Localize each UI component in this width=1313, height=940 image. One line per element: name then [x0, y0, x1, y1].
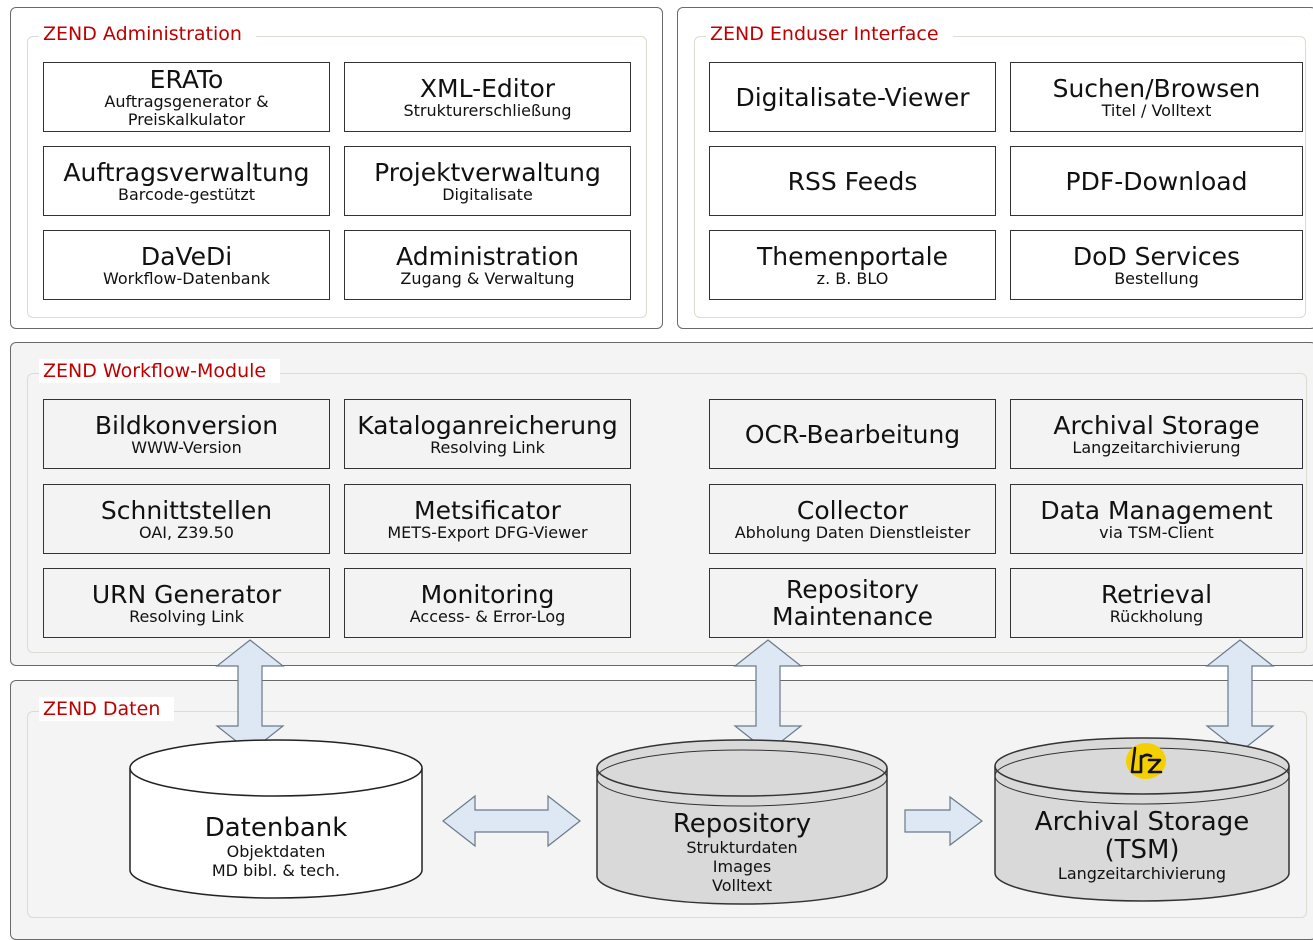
database-repository-cylinder	[596, 739, 888, 905]
db-title-2: (TSM)	[1104, 835, 1180, 865]
box-subtitle-2: Preiskalkulator	[127, 109, 246, 129]
box-title: Repository	[786, 575, 919, 604]
database-datenbank-label: Datenbank Objektdaten MD bibl. & tech.	[130, 814, 422, 880]
box-suchen-browsen: Suchen/Browsen Titel / Volltext	[1010, 62, 1303, 132]
box-title: URN Generator	[91, 579, 282, 609]
db-title: Archival Storage	[1034, 807, 1250, 837]
db-title: Datenbank	[204, 813, 348, 843]
box-title: Digitalisate-Viewer	[735, 82, 970, 112]
box-data-management: Data Management via TSM-Client	[1010, 484, 1303, 554]
box-subtitle: Barcode-gestützt	[117, 184, 256, 204]
box-title: Monitoring	[420, 579, 555, 609]
box-schnittstellen: Schnittstellen OAI, Z39.50	[43, 484, 330, 554]
box-xml-editor: XML-Editor Strukturerschließung	[344, 62, 631, 132]
box-subtitle: WWW-Version	[131, 437, 242, 457]
db-line: MD bibl. & tech.	[211, 861, 341, 880]
arrow-repository-archival	[904, 795, 983, 847]
box-metsificator: Metsificator METS-Export DFG-Viewer	[344, 484, 631, 554]
box-title: Data Management	[1040, 495, 1273, 525]
arrow-retrieval-to-archival	[1205, 639, 1275, 753]
database-repository-label: Repository Strukturdaten Images Volltext	[597, 810, 887, 895]
box-auftragsverwaltung: Auftragsverwaltung Barcode-gestützt	[43, 146, 330, 216]
arrow-maintenance-to-repository	[733, 639, 803, 753]
box-kataloganreicherung: Kataloganreicherung Resolving Link	[344, 399, 631, 469]
db-line: Objektdaten	[226, 842, 326, 861]
box-title: Schnittstellen	[100, 495, 273, 525]
db-title: Repository	[672, 809, 812, 839]
box-rss-feeds: RSS Feeds	[709, 146, 996, 216]
box-dod-services: DoD Services Bestellung	[1010, 230, 1303, 300]
box-subtitle: Resolving Link	[129, 606, 244, 626]
db-line: Strukturdaten	[686, 838, 798, 857]
box-subtitle: via TSM-Client	[1099, 522, 1214, 542]
box-title: Collector	[796, 495, 909, 525]
lrz-logo	[1126, 743, 1166, 779]
box-subtitle: Langzeitarchivierung	[1072, 437, 1241, 457]
box-archival-storage: Archival Storage Langzeitarchivierung	[1010, 399, 1303, 469]
daten-panel-title: ZEND Daten	[39, 697, 175, 721]
box-subtitle: Zugang & Verwaltung	[400, 268, 575, 288]
box-title: Projektverwaltung	[374, 157, 601, 187]
box-subtitle: Rückholung	[1109, 606, 1204, 626]
box-digitalisate-viewer: Digitalisate-Viewer	[709, 62, 996, 132]
box-title: ERATo	[149, 64, 224, 94]
box-title: Auftragsverwaltung	[63, 157, 310, 187]
box-title: Kataloganreicherung	[357, 410, 618, 440]
box-monitoring: Monitoring Access- & Error-Log	[344, 568, 631, 638]
box-collector: Collector Abholung Daten Dienstleister	[709, 484, 996, 554]
database-archival-label: Archival Storage (TSM) Langzeitarchivier…	[995, 808, 1289, 883]
box-title: Suchen/Browsen	[1052, 73, 1261, 103]
box-title: Bildkonversion	[94, 410, 279, 440]
box-subtitle: Resolving Link	[430, 437, 545, 457]
box-erato: ERATo Auftragsgenerator & Preiskalkulato…	[43, 62, 330, 132]
arrow-workflow-to-datenbank	[215, 639, 285, 753]
box-title: Archival Storage	[1053, 410, 1260, 440]
box-repository-maintenance: Repository Maintenance	[709, 568, 996, 638]
arrow-datenbank-repository	[442, 794, 581, 848]
box-pdf-download: PDF-Download	[1010, 146, 1303, 216]
box-davedi: DaVeDi Workflow-Datenbank	[43, 230, 330, 300]
box-urn-generator: URN Generator Resolving Link	[43, 568, 330, 638]
admin-panel-inner	[27, 36, 647, 318]
box-subtitle: Titel / Volltext	[1101, 100, 1212, 120]
db-line: Langzeitarchivierung	[1057, 864, 1227, 883]
box-bildkonversion: Bildkonversion WWW-Version	[43, 399, 330, 469]
database-datenbank-cylinder	[129, 739, 423, 899]
enduser-panel-inner	[694, 36, 1306, 318]
box-subtitle: METS-Export DFG-Viewer	[387, 522, 588, 542]
box-title: DoD Services	[1072, 241, 1241, 271]
box-subtitle: Bestellung	[1114, 268, 1199, 288]
box-title: Administration	[396, 241, 579, 271]
box-subtitle: OAI, Z39.50	[139, 522, 234, 542]
box-title: RSS Feeds	[787, 166, 918, 196]
box-title-2: Maintenance	[772, 602, 933, 631]
box-subtitle: Workflow-Datenbank	[103, 268, 270, 288]
workflow-panel-inner	[27, 373, 1307, 653]
box-subtitle: z. B. BLO	[816, 268, 889, 288]
daten-panel-inner	[27, 711, 1307, 918]
enduser-panel-title: ZEND Enduser Interface	[706, 22, 953, 46]
box-title: Metsificator	[414, 495, 561, 525]
admin-panel-title: ZEND Administration	[39, 22, 256, 46]
db-line: Volltext	[712, 876, 772, 895]
workflow-panel-title: ZEND Workflow-Module	[39, 359, 281, 383]
box-title: DaVeDi	[140, 241, 233, 271]
box-themenportale: Themenportale z. B. BLO	[709, 230, 996, 300]
box-title: OCR-Bearbeitung	[744, 419, 961, 449]
box-title: XML-Editor	[419, 73, 556, 103]
box-ocr-bearbeitung: OCR-Bearbeitung	[709, 399, 996, 469]
db-line: Images	[712, 857, 772, 876]
box-title: Themenportale	[757, 241, 948, 271]
box-administration: Administration Zugang & Verwaltung	[344, 230, 631, 300]
box-subtitle: Strukturerschließung	[403, 100, 572, 120]
box-projektverwaltung: Projektverwaltung Digitalisate	[344, 146, 631, 216]
box-title: PDF-Download	[1065, 166, 1248, 196]
box-title: Retrieval	[1100, 579, 1213, 609]
box-subtitle: Digitalisate	[442, 184, 533, 204]
box-subtitle: Auftragsgenerator &	[104, 91, 269, 111]
box-subtitle: Abholung Daten Dienstleister	[734, 522, 971, 542]
box-subtitle: Access- & Error-Log	[409, 606, 566, 626]
box-retrieval: Retrieval Rückholung	[1010, 568, 1303, 638]
